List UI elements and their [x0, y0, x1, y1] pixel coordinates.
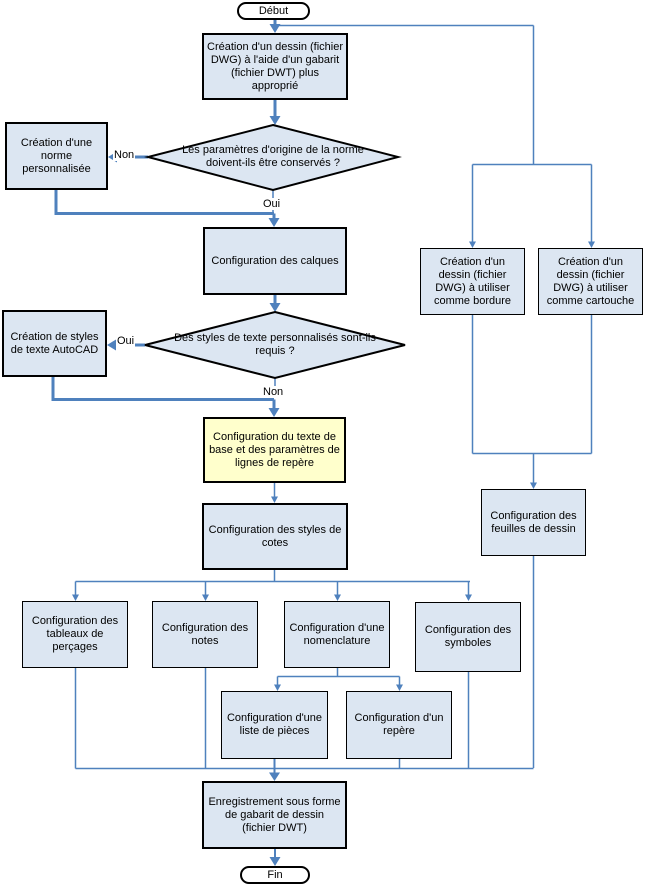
node-symboles: Configuration des symboles [415, 602, 521, 672]
node-texte-base-reperes: Configuration du texte de base et des pa… [203, 417, 346, 483]
node-configuration-calques: Configuration des calques [203, 227, 347, 295]
node-feuilles-dessin: Configuration des feuilles de dessin [481, 489, 586, 556]
decision-shapes [144, 123, 406, 380]
node-dessin-bordure: Création d'un dessin (fichier DWG) à uti… [420, 248, 525, 315]
node-styles-cotes: Configuration des styles de cotes [202, 503, 348, 570]
node-repere: Configuration d'un repère [346, 691, 452, 759]
node-styles-texte-autocad: Création de styles de texte AutoCAD [2, 310, 107, 377]
decision-2-label: Des styles de texte personnalisés sont-i… [174, 332, 376, 357]
edge-label-d1-non: Non [113, 149, 136, 161]
node-nomenclature: Configuration d'une nomenclature [284, 601, 390, 668]
edge-label-d2-non: Non [262, 386, 285, 398]
edge-label-d1-oui: Oui [262, 198, 282, 210]
decision-1-diamond [144, 123, 402, 192]
terminal-flow-edges [269, 759, 281, 866]
decision-1-label: Les paramètres d'origine de la norme doi… [182, 144, 364, 169]
node-tableaux-percages: Configuration des tableaux de perçages [22, 601, 128, 668]
edge-label-d2-oui: Oui [116, 335, 136, 347]
decision-2-diamond [144, 310, 406, 380]
node-norme-personnalisee: Création d'une norme personnalisée [5, 122, 108, 190]
node-enregistrement-gabarit: Enregistrement sous forme de gabarit de … [202, 781, 347, 849]
node-liste-pieces: Configuration d'une liste de pièces [221, 691, 328, 759]
node-dessin-cartouche: Création d'un dessin (fichier DWG) à uti… [538, 248, 643, 315]
node-notes: Configuration des notes [152, 601, 258, 668]
terminator-start: Début [237, 2, 310, 20]
secondary-flow-edges [72, 24, 595, 770]
node-create-dwg: Création d'un dessin (fichier DWG) à l'a… [202, 33, 348, 100]
terminator-end: Fin [240, 866, 310, 884]
